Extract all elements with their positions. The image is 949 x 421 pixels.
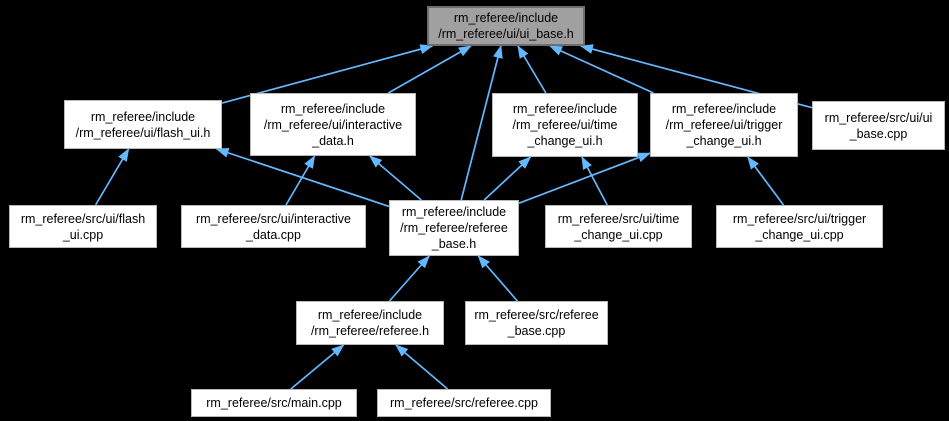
include-edge-trigger_change_ui_cpp-to-trigger_change_ui_h [747,156,785,206]
include-edge-referee_base_h-to-ui_base_h [460,45,503,201]
node-trigger-change-ui-h[interactable]: rm_referee/include/rm_referee/ui/trigger… [650,93,798,157]
node-label-line: rm_referee/include [317,308,423,322]
node-label-line: /rm_referee/referee.h [310,324,430,338]
node-label-line: rm_referee/src/ui/ui [824,110,933,125]
include-edge-main_cpp-to-referee_h [290,344,345,390]
include-edge-interactive_data_h-to-ui_base_h [387,45,472,94]
node-referee-h[interactable]: rm_referee/include/rm_referee/referee.h [296,301,444,345]
node-ui-base-h[interactable]: rm_referee/include/rm_referee/ui/ui_base… [427,6,585,46]
node-label-line: rm_referee/src/ui/interactive [196,211,351,226]
node-label-line: _change_ui.h [527,134,603,148]
include-edge-referee_base_h-to-time_change_ui_h [483,156,532,201]
node-label-line: _change_ui.cpp [574,227,663,242]
node-trigger-change-ui-cpp[interactable]: rm_referee/src/ui/trigger_change_ui.cpp [716,205,883,248]
node-ui-base-cpp[interactable]: rm_referee/src/ui/ui_base.cpp [812,101,945,150]
node-label-line: _change_ui.h [686,134,762,148]
include-edge-interactive_data_cpp-to-interactive_data_h [285,155,316,206]
node-label-line: rm_referee/include [90,109,196,124]
node-label-line: /rm_referee/ui/flash_ui.h [75,125,211,140]
node-label-line: rm_referee/src/main.cpp [206,396,342,410]
include-edge-referee_base_h-to-trigger_change_ui_h [518,152,651,204]
include-edge-referee_base_cpp-to-referee_base_h [477,255,519,302]
include-edge-referee_h-to-referee_base_h [388,255,430,302]
include-edge-trigger_change_ui_h-to-ui_base_h [549,45,654,94]
node-label-line: /rm_referee/ui/trigger [665,118,783,132]
node-label-line: /rm_referee/ui/ui_base.h [438,27,574,41]
node-referee-base-h[interactable]: rm_referee/include/rm_referee/referee _ba… [389,200,519,256]
node-time-change-ui-cpp[interactable]: rm_referee/src/ui/time_change_ui.cpp [545,205,692,248]
node-label-line: _ui.cpp [62,227,104,242]
node-label-line: rm_referee/include [401,205,507,219]
node-label-line: rm_referee/include [280,101,386,116]
node-label-line: _data.h [312,133,354,148]
node-label-line: _base.cpp [507,324,566,338]
include-edge-time_change_ui_h-to-ui_base_h [517,45,547,94]
node-referee-base-cpp[interactable]: rm_referee/src/referee _base.cpp [465,301,608,345]
node-label-line: rm_referee/src/ui/time [557,211,680,226]
node-label-line: _base.cpp [849,126,908,141]
include-edge-flash_ui_cpp-to-flash_ui_h [94,148,130,206]
node-label-line: /rm_referee/referee [400,221,508,235]
node-main-cpp[interactable]: rm_referee/src/main.cpp [191,389,357,417]
node-flash-ui-cpp[interactable]: rm_referee/src/ui/flash_ui.cpp [9,205,157,248]
node-label-line: rm_referee/src/referee [474,308,599,322]
node-label-line: /rm_referee/ui/time [512,118,618,132]
node-label-line: _data.cpp [246,227,301,242]
include-edge-referee_base_h-to-interactive_data_h [369,155,422,201]
node-label-line: /rm_referee/ui/interactive [263,117,403,132]
node-interactive-data-h[interactable]: rm_referee/include/rm_referee/ui/interac… [250,93,416,156]
node-label-line: rm_referee/src/ui/trigger [732,211,867,226]
include-edge-referee_cpp-to-referee_h [395,344,449,390]
node-label-line: _base.h [431,237,477,251]
node-label-line: rm_referee/src/ui/flash [20,211,146,226]
node-label-line: rm_referee/include [453,11,559,25]
node-label-line: _change_ui.cpp [755,227,844,242]
node-label-line: rm_referee/include [671,102,777,116]
include-edge-time_change_ui_cpp-to-time_change_ui_h [581,156,608,206]
node-referee-cpp[interactable]: rm_referee/src/referee.cpp [377,389,551,417]
node-interactive-data-cpp[interactable]: rm_referee/src/ui/interactive_data.cpp [181,205,366,248]
node-label-line: rm_referee/src/referee.cpp [390,396,538,410]
node-time-change-ui-h[interactable]: rm_referee/include/rm_referee/ui/time _ch… [492,93,638,157]
node-label-line: rm_referee/include [512,102,618,116]
node-flash-ui-h[interactable]: rm_referee/include/rm_referee/ui/flash_u… [64,100,222,149]
